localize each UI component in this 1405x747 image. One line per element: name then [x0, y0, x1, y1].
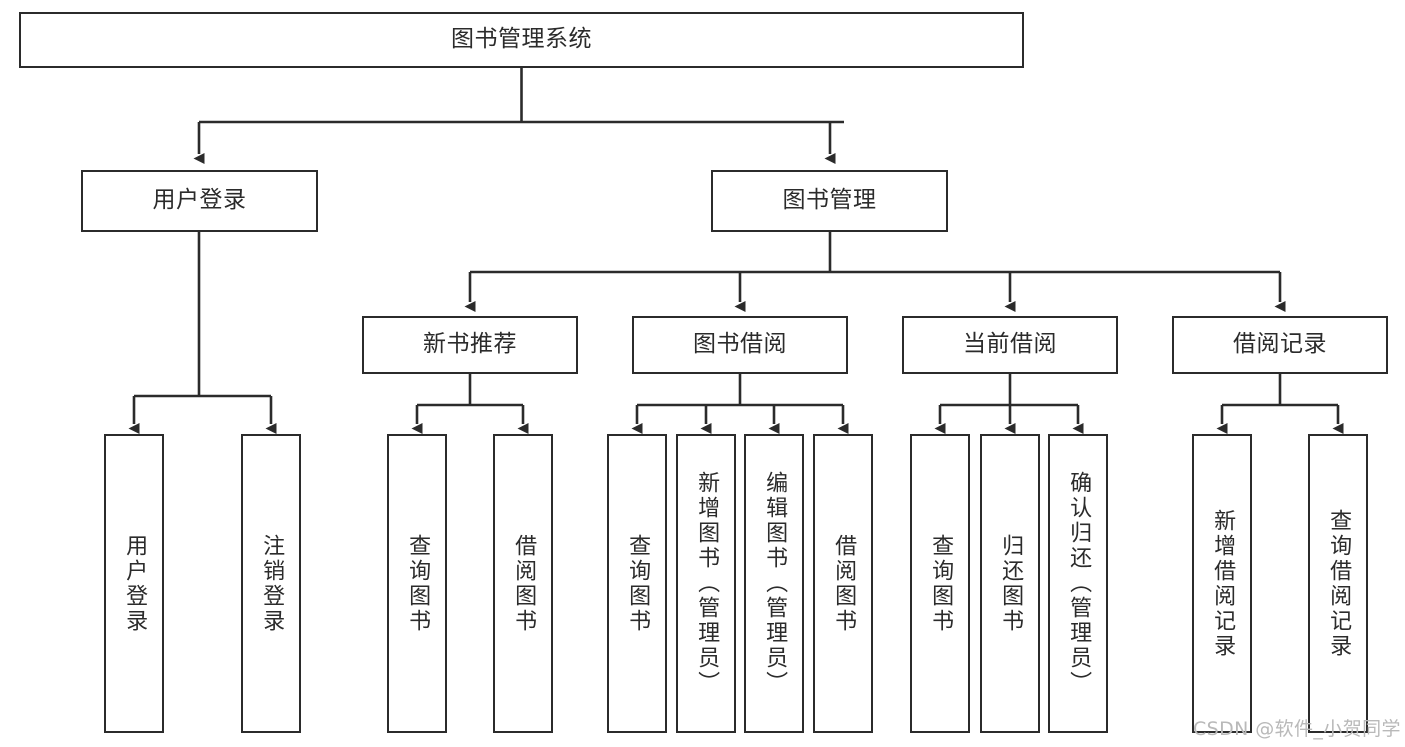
leaf-borrow-record-2-label: 查询借阅记录: [1326, 508, 1352, 659]
node-book-manage[interactable]: 图书管理: [711, 170, 948, 232]
node-borrow-record[interactable]: 借阅记录: [1172, 316, 1388, 374]
leaf-user-login-2[interactable]: 注销登录: [241, 434, 301, 733]
node-user-login[interactable]: 用户登录: [81, 170, 318, 232]
leaf-new-book-2-label: 借阅图书: [511, 533, 537, 634]
leaf-book-borrow-4[interactable]: 借阅图书: [813, 434, 873, 733]
leaf-book-borrow-1-label: 查询图书: [625, 533, 651, 634]
node-current-borrow[interactable]: 当前借阅: [902, 316, 1118, 374]
node-new-book-recommend[interactable]: 新书推荐: [362, 316, 578, 374]
node-current-borrow-label: 当前借阅: [963, 331, 1057, 358]
leaf-new-book-2[interactable]: 借阅图书: [493, 434, 553, 733]
leaf-new-book-1[interactable]: 查询图书: [387, 434, 447, 733]
leaf-current-borrow-2[interactable]: 归还图书: [980, 434, 1040, 733]
node-book-manage-label: 图书管理: [782, 187, 877, 214]
node-book-borrow[interactable]: 图书借阅: [632, 316, 848, 374]
leaf-current-borrow-1-label: 查询图书: [928, 533, 954, 634]
node-book-borrow-label: 图书借阅: [693, 331, 787, 358]
leaf-current-borrow-3[interactable]: 确认归还（管理员）: [1048, 434, 1108, 733]
leaf-book-borrow-2[interactable]: 新增图书（管理员）: [676, 434, 736, 733]
leaf-current-borrow-2-label: 归还图书: [998, 533, 1024, 634]
leaf-book-borrow-2-label: 新增图书（管理员）: [694, 471, 720, 696]
leaf-borrow-record-1[interactable]: 新增借阅记录: [1192, 434, 1252, 733]
leaf-book-borrow-4-label: 借阅图书: [831, 533, 857, 634]
leaf-book-borrow-3-label: 编辑图书（管理员）: [762, 471, 788, 696]
leaf-new-book-1-label: 查询图书: [405, 533, 431, 634]
leaf-user-login-1-label: 用户登录: [122, 533, 148, 634]
node-new-book-recommend-label: 新书推荐: [423, 331, 517, 358]
node-user-login-label: 用户登录: [152, 187, 247, 214]
leaf-current-borrow-3-label: 确认归还（管理员）: [1066, 471, 1092, 696]
leaf-book-borrow-3[interactable]: 编辑图书（管理员）: [744, 434, 804, 733]
leaf-user-login-1[interactable]: 用户登录: [104, 434, 164, 733]
leaf-current-borrow-1[interactable]: 查询图书: [910, 434, 970, 733]
leaf-user-login-2-label: 注销登录: [259, 533, 285, 634]
csdn-watermark: CSDN @软件_小贺同学: [1193, 718, 1401, 740]
leaf-borrow-record-1-label: 新增借阅记录: [1210, 508, 1236, 659]
node-root-label: 图书管理系统: [451, 26, 592, 53]
node-root[interactable]: 图书管理系统: [19, 12, 1024, 68]
node-borrow-record-label: 借阅记录: [1233, 331, 1327, 358]
leaf-book-borrow-1[interactable]: 查询图书: [607, 434, 667, 733]
leaf-borrow-record-2[interactable]: 查询借阅记录: [1308, 434, 1368, 733]
